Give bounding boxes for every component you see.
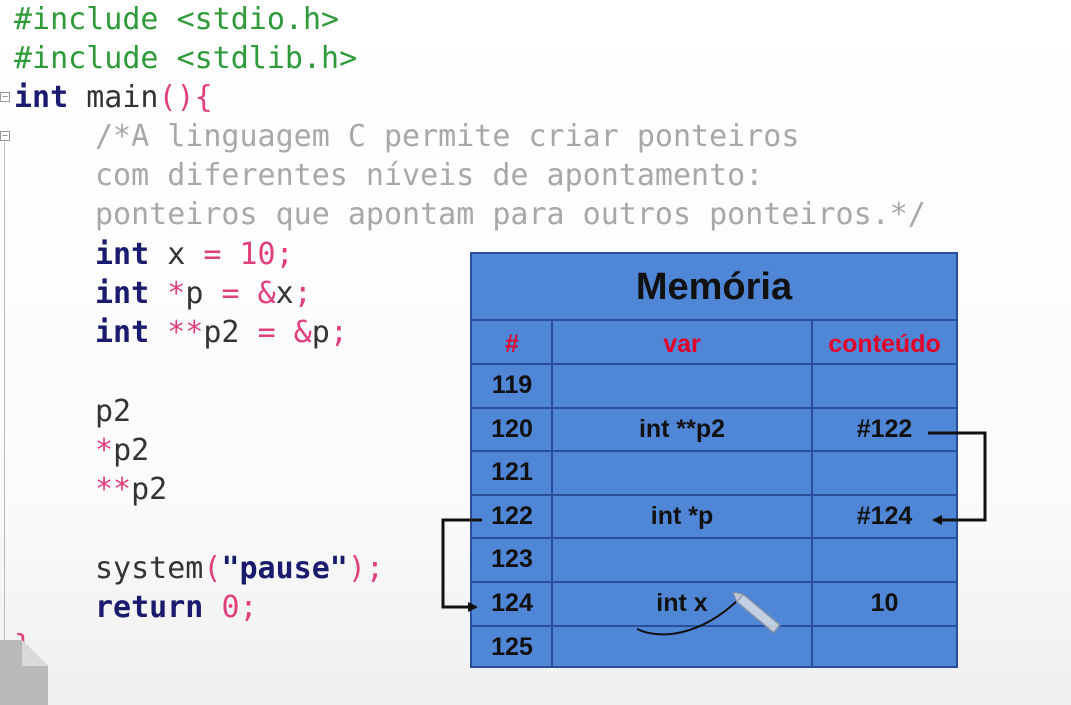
- divider: [551, 320, 553, 666]
- memory-addr-cell: 121: [491, 458, 533, 487]
- code-comment-line-1: /*A linguagem C permite criar ponteiros: [95, 119, 800, 154]
- code-line-expr-double-deref-p2: **p2: [95, 472, 168, 507]
- memory-var-cell: int *p: [650, 501, 714, 530]
- code-line-return: return 0;: [95, 590, 258, 625]
- pen-cursor-icon: [732, 591, 782, 634]
- header-var: var: [663, 330, 701, 358]
- row-divider: [472, 363, 956, 365]
- code-comment-line-3: ponteiros que apontam para outros pontei…: [95, 197, 926, 232]
- memory-table: Memória # var conteúdo 119 120 int **p2 #12…: [470, 252, 958, 668]
- code-line-system-pause: system("pause");: [95, 551, 384, 586]
- memory-addr-cell: 125: [491, 632, 533, 661]
- memory-addr-cell: 124: [491, 589, 533, 617]
- memory-var-cell: int x: [656, 589, 708, 617]
- code-line-decl-p: int *p = &x;: [95, 276, 312, 311]
- row-divider: [472, 450, 956, 453]
- code-line-include-stdio: #include <stdio.h>: [14, 2, 340, 37]
- memory-addr-cell: 120: [491, 414, 533, 443]
- code-line-decl-x: int x = 10;: [95, 237, 294, 272]
- fold-guide: [4, 142, 5, 642]
- arrow-p2-to-122: [928, 431, 987, 525]
- code-line-decl-p2: int **p2 = &p;: [95, 315, 348, 350]
- code-line-expr-p2: p2: [95, 394, 132, 429]
- header-content: conteúdo: [828, 330, 941, 358]
- pen-stroke: [636, 599, 739, 636]
- row-divider: [472, 624, 956, 627]
- memory-content-cell: #122: [856, 414, 913, 443]
- code-line-include-stdlib: #include <stdlib.h>: [14, 41, 358, 76]
- memory-addr-cell: 119: [491, 371, 533, 399]
- fold-toggle-main[interactable]: −: [0, 92, 10, 102]
- memory-content-cell: #124: [856, 501, 913, 530]
- fold-toggle-comment[interactable]: −: [0, 131, 10, 141]
- memory-addr-cell: 122: [491, 501, 533, 530]
- arrow-p-to-124: [441, 518, 482, 612]
- row-divider: [472, 537, 956, 540]
- code-line-main: int main(){: [14, 80, 213, 115]
- memory-content-cell: 10: [870, 589, 899, 617]
- row-divider: [472, 406, 956, 409]
- memory-var-cell: int **p2: [638, 414, 726, 443]
- memory-addr-cell: 123: [491, 545, 533, 574]
- divider: [472, 319, 956, 321]
- editor-gutter: − −: [0, 0, 12, 705]
- page-corner-icon: [0, 640, 48, 705]
- header-addr: #: [505, 330, 519, 358]
- code-line-expr-deref-p2: *p2: [95, 433, 150, 468]
- memory-table-title: Memória: [635, 266, 793, 308]
- row-divider: [472, 581, 956, 583]
- divider: [811, 320, 813, 666]
- code-comment-line-2: com diferentes níveis de apontamento:: [95, 158, 764, 193]
- row-divider: [472, 493, 956, 496]
